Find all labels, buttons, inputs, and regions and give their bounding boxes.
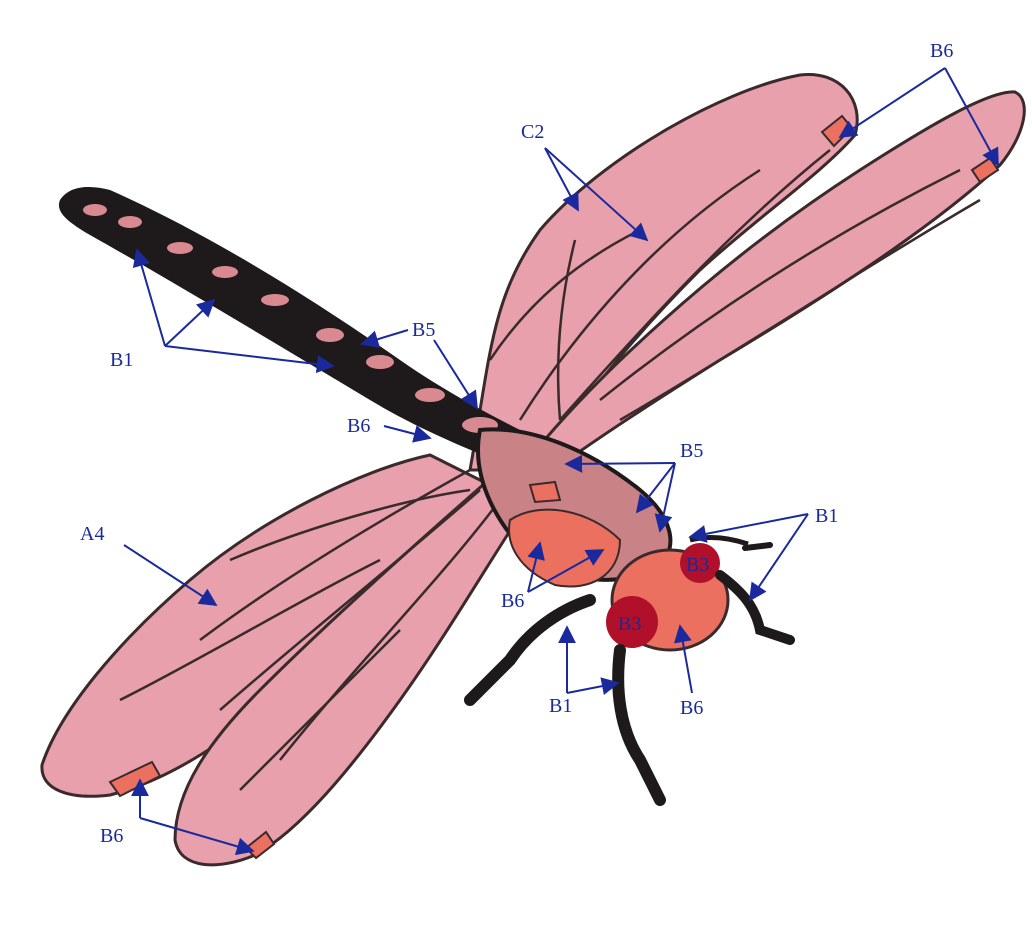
label-b3-upper: B3 bbox=[686, 554, 709, 576]
label-b5-upper: B5 bbox=[412, 319, 435, 341]
label-b3-lower: B3 bbox=[618, 613, 641, 635]
label-b6-bottom: B6 bbox=[100, 825, 123, 847]
lower-wings bbox=[42, 455, 530, 865]
label-b1-legs: B1 bbox=[549, 695, 572, 717]
label-c2: C2 bbox=[521, 121, 544, 143]
label-a4: A4 bbox=[80, 523, 104, 545]
label-b6-wing-base: B6 bbox=[501, 590, 524, 612]
upper-wings bbox=[470, 74, 1024, 480]
label-b1-right: B1 bbox=[815, 505, 838, 527]
label-b6-top: B6 bbox=[930, 40, 953, 62]
label-b5-right: B5 bbox=[680, 440, 703, 462]
label-b1-left: B1 bbox=[110, 349, 133, 371]
label-b6-head: B6 bbox=[680, 697, 703, 719]
label-b6-mid: B6 bbox=[347, 415, 370, 437]
